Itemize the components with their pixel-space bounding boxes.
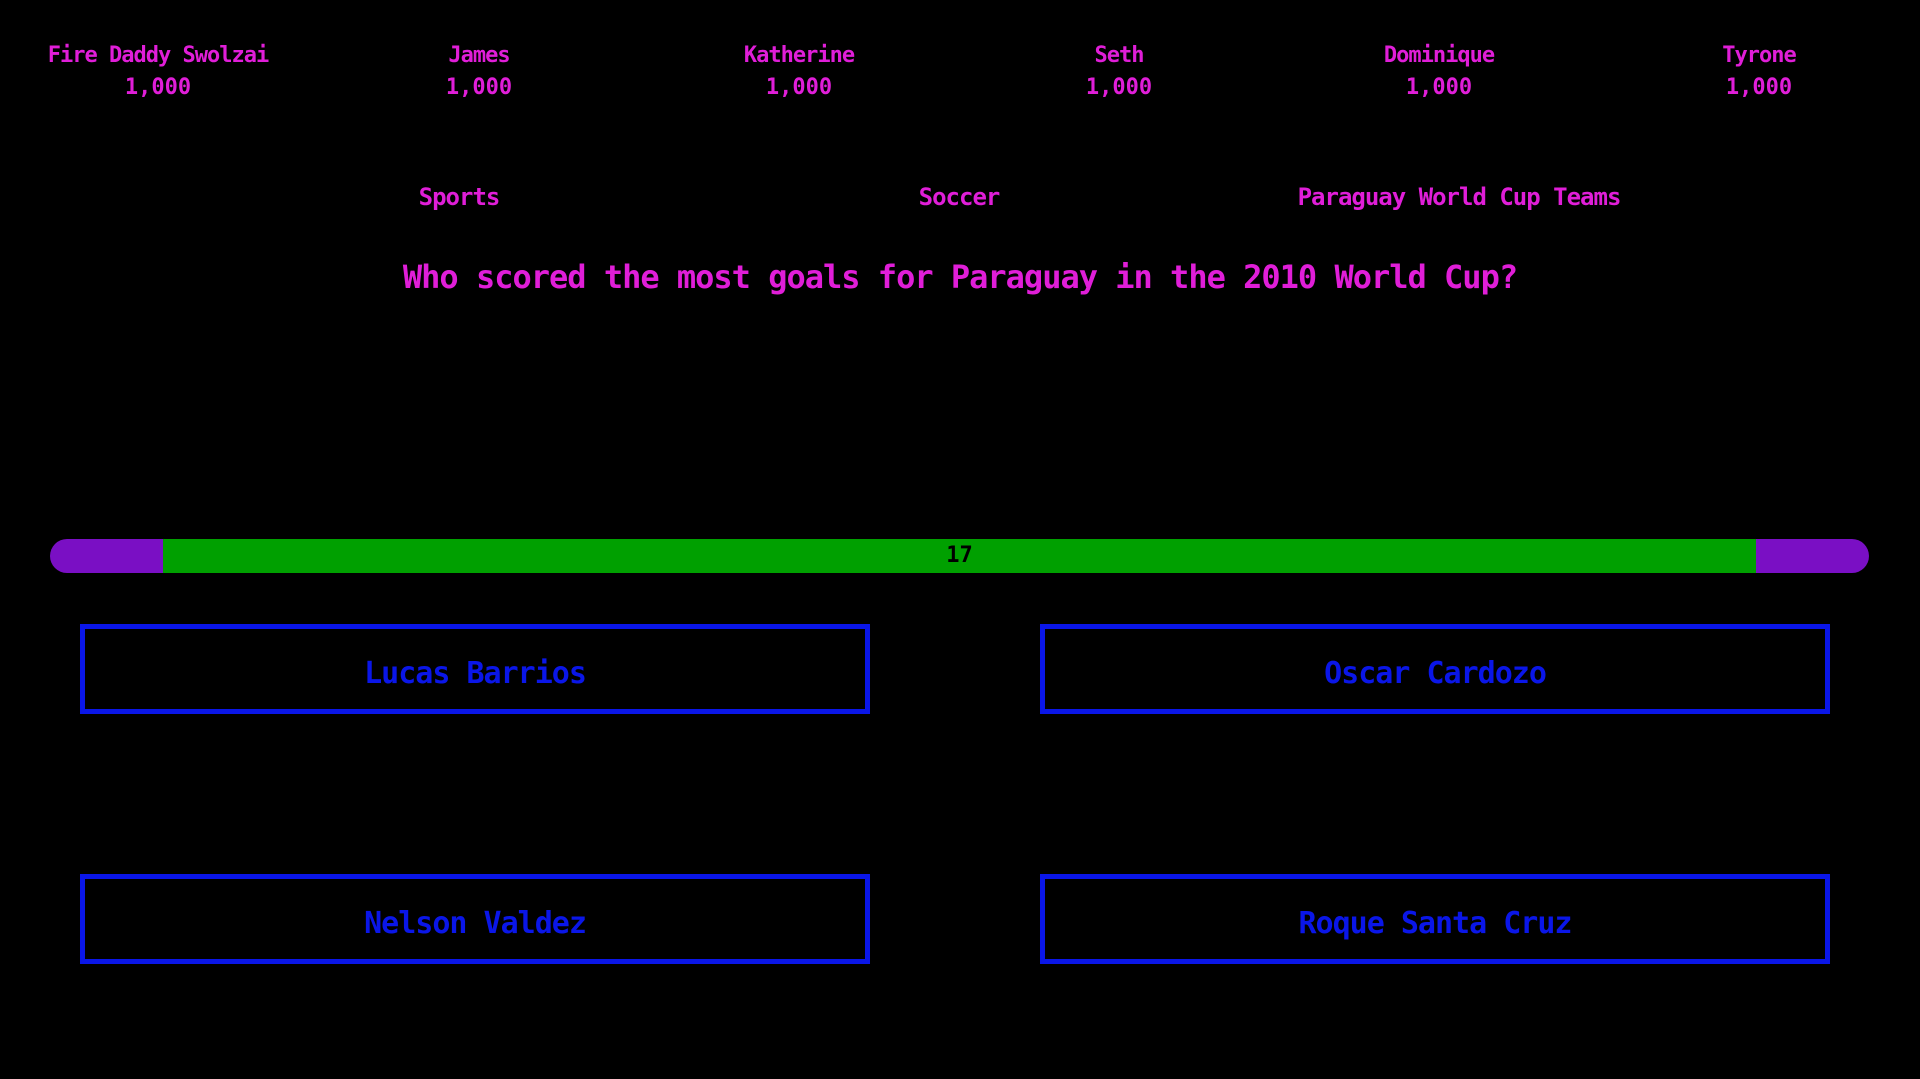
player-score: 1,000: [445, 75, 513, 100]
player-name: Katherine: [743, 43, 855, 68]
timer-fill: [163, 539, 1756, 573]
answer-button-3[interactable]: Nelson Valdez: [80, 874, 870, 964]
player-5: Dominique 1,000: [1289, 40, 1589, 104]
scoreboard: Fire Daddy Swolzai 1,000 James 1,000 Kat…: [0, 40, 1920, 120]
answer-button-2[interactable]: Oscar Cardozo: [1040, 624, 1830, 714]
player-name: Fire Daddy Swolzai: [47, 43, 269, 68]
player-name: Dominique: [1383, 43, 1495, 68]
player-score: 1,000: [1085, 75, 1153, 100]
player-score: 1,000: [765, 75, 833, 100]
player-score: 1,000: [1725, 75, 1793, 100]
timer-countdown: 17: [946, 543, 973, 568]
answer-button-4[interactable]: Roque Santa Cruz: [1040, 874, 1830, 964]
question-text: Who scored the most goals for Paraguay i…: [402, 258, 1518, 296]
player-2: James 1,000: [329, 40, 629, 104]
player-4: Seth 1,000: [969, 40, 1269, 104]
player-score: 1,000: [124, 75, 192, 100]
player-1: Fire Daddy Swolzai 1,000: [8, 40, 308, 104]
topic-label: Paraguay World Cup Teams: [1297, 183, 1622, 211]
player-name: Tyrone: [1722, 43, 1796, 68]
subcategory-label: Soccer: [918, 183, 1001, 211]
category-label: Sports: [418, 183, 501, 211]
player-3: Katherine 1,000: [649, 40, 949, 104]
category-breadcrumb: Sports Soccer Paraguay World Cup Teams: [0, 180, 1920, 220]
timer-bar: 17: [50, 539, 1869, 573]
player-name: Seth: [1094, 43, 1145, 68]
player-name: James: [448, 43, 510, 68]
player-6: Tyrone 1,000: [1609, 40, 1909, 104]
player-score: 1,000: [1405, 75, 1473, 100]
answer-button-1[interactable]: Lucas Barrios: [80, 624, 870, 714]
